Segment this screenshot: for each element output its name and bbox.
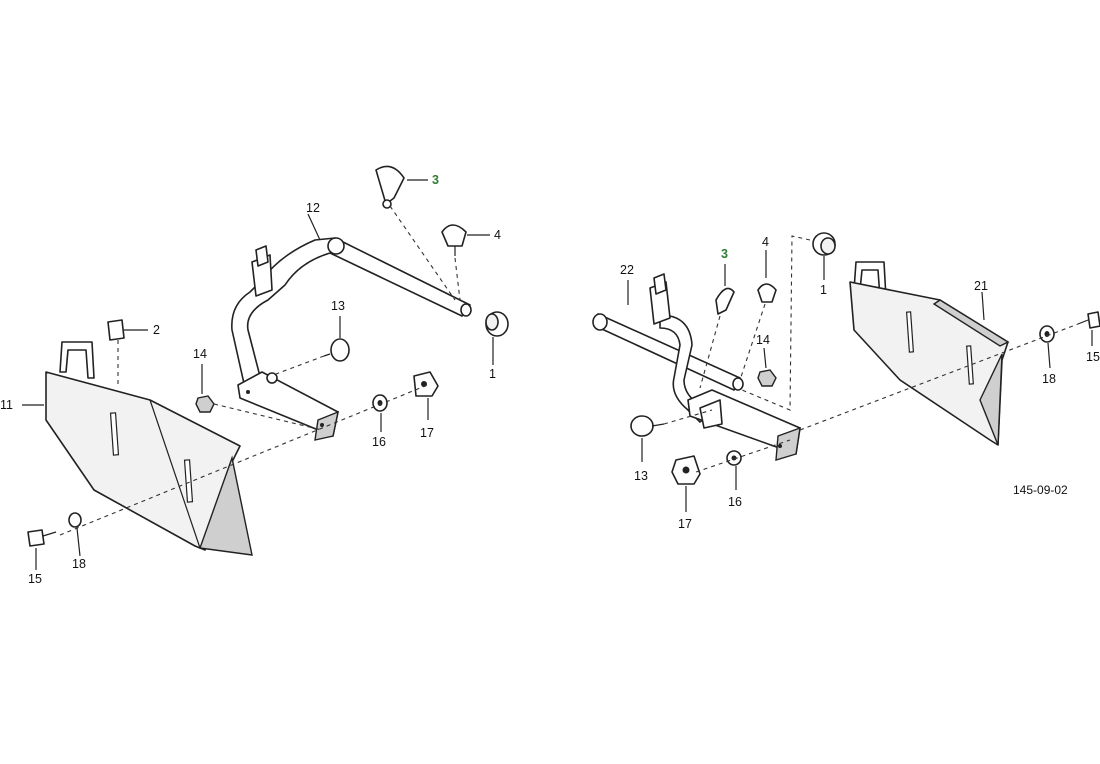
callout-right-22: 22 [620,263,634,277]
callout-right-1: 1 [820,283,827,297]
left-assembly [22,165,509,570]
right-knob-13 [630,415,665,437]
right-shield [849,261,1010,446]
callout-left-11: 11 [0,398,13,412]
callout-right-4: 4 [762,235,769,249]
left-callouts: 3 4 2 12 1 13 14 11 16 17 15 18 [0,173,501,586]
callout-right-13: 13 [634,469,648,483]
right-assembly [592,232,1100,512]
callout-left-17: 17 [420,426,434,440]
callout-left-14: 14 [193,347,207,361]
callout-left-16: 16 [372,435,386,449]
left-knob-13 [323,338,350,362]
right-nut-14 [757,369,777,387]
callout-left-15: 15 [28,572,42,586]
callout-left-1: 1 [489,367,496,381]
callout-left-4: 4 [494,228,501,242]
callout-right-21: 21 [974,279,988,293]
right-block-17 [671,455,701,485]
drawing-number: 145-09-02 [1013,483,1068,497]
left-knob-4 [441,224,467,256]
callout-right-18: 18 [1042,372,1056,386]
callout-left-13: 13 [331,299,345,313]
callout-right-17: 17 [678,517,692,531]
left-pin-3 [375,165,405,209]
left-bolt-15 [27,529,57,547]
right-washer-18 [1039,325,1055,343]
left-handle-bar [231,237,472,441]
left-nut-14 [195,395,215,413]
callout-left-18: 18 [72,557,86,571]
callout-right-16: 16 [728,495,742,509]
left-bushing-1 [485,311,509,337]
right-pin-3 [715,287,735,315]
callout-left-2: 2 [153,323,160,337]
left-washer-18 [68,512,82,528]
left-shield [45,341,253,556]
right-washer-16 [726,450,742,466]
callout-right-14: 14 [756,333,770,347]
left-block-17 [413,371,439,397]
right-bushing-1 [812,232,836,256]
right-knob-4 [757,283,777,303]
right-callouts: 3 4 1 22 21 14 13 17 16 18 15 [620,235,1100,531]
left-washer-16 [372,394,388,412]
right-handle-bar [592,273,801,461]
left-clip-2 [107,319,125,341]
right-bolt-15 [1077,311,1100,329]
callout-left-12: 12 [306,201,320,215]
callout-right-3: 3 [721,247,728,261]
callout-left-3: 3 [432,173,439,187]
callout-right-15: 15 [1086,350,1100,364]
